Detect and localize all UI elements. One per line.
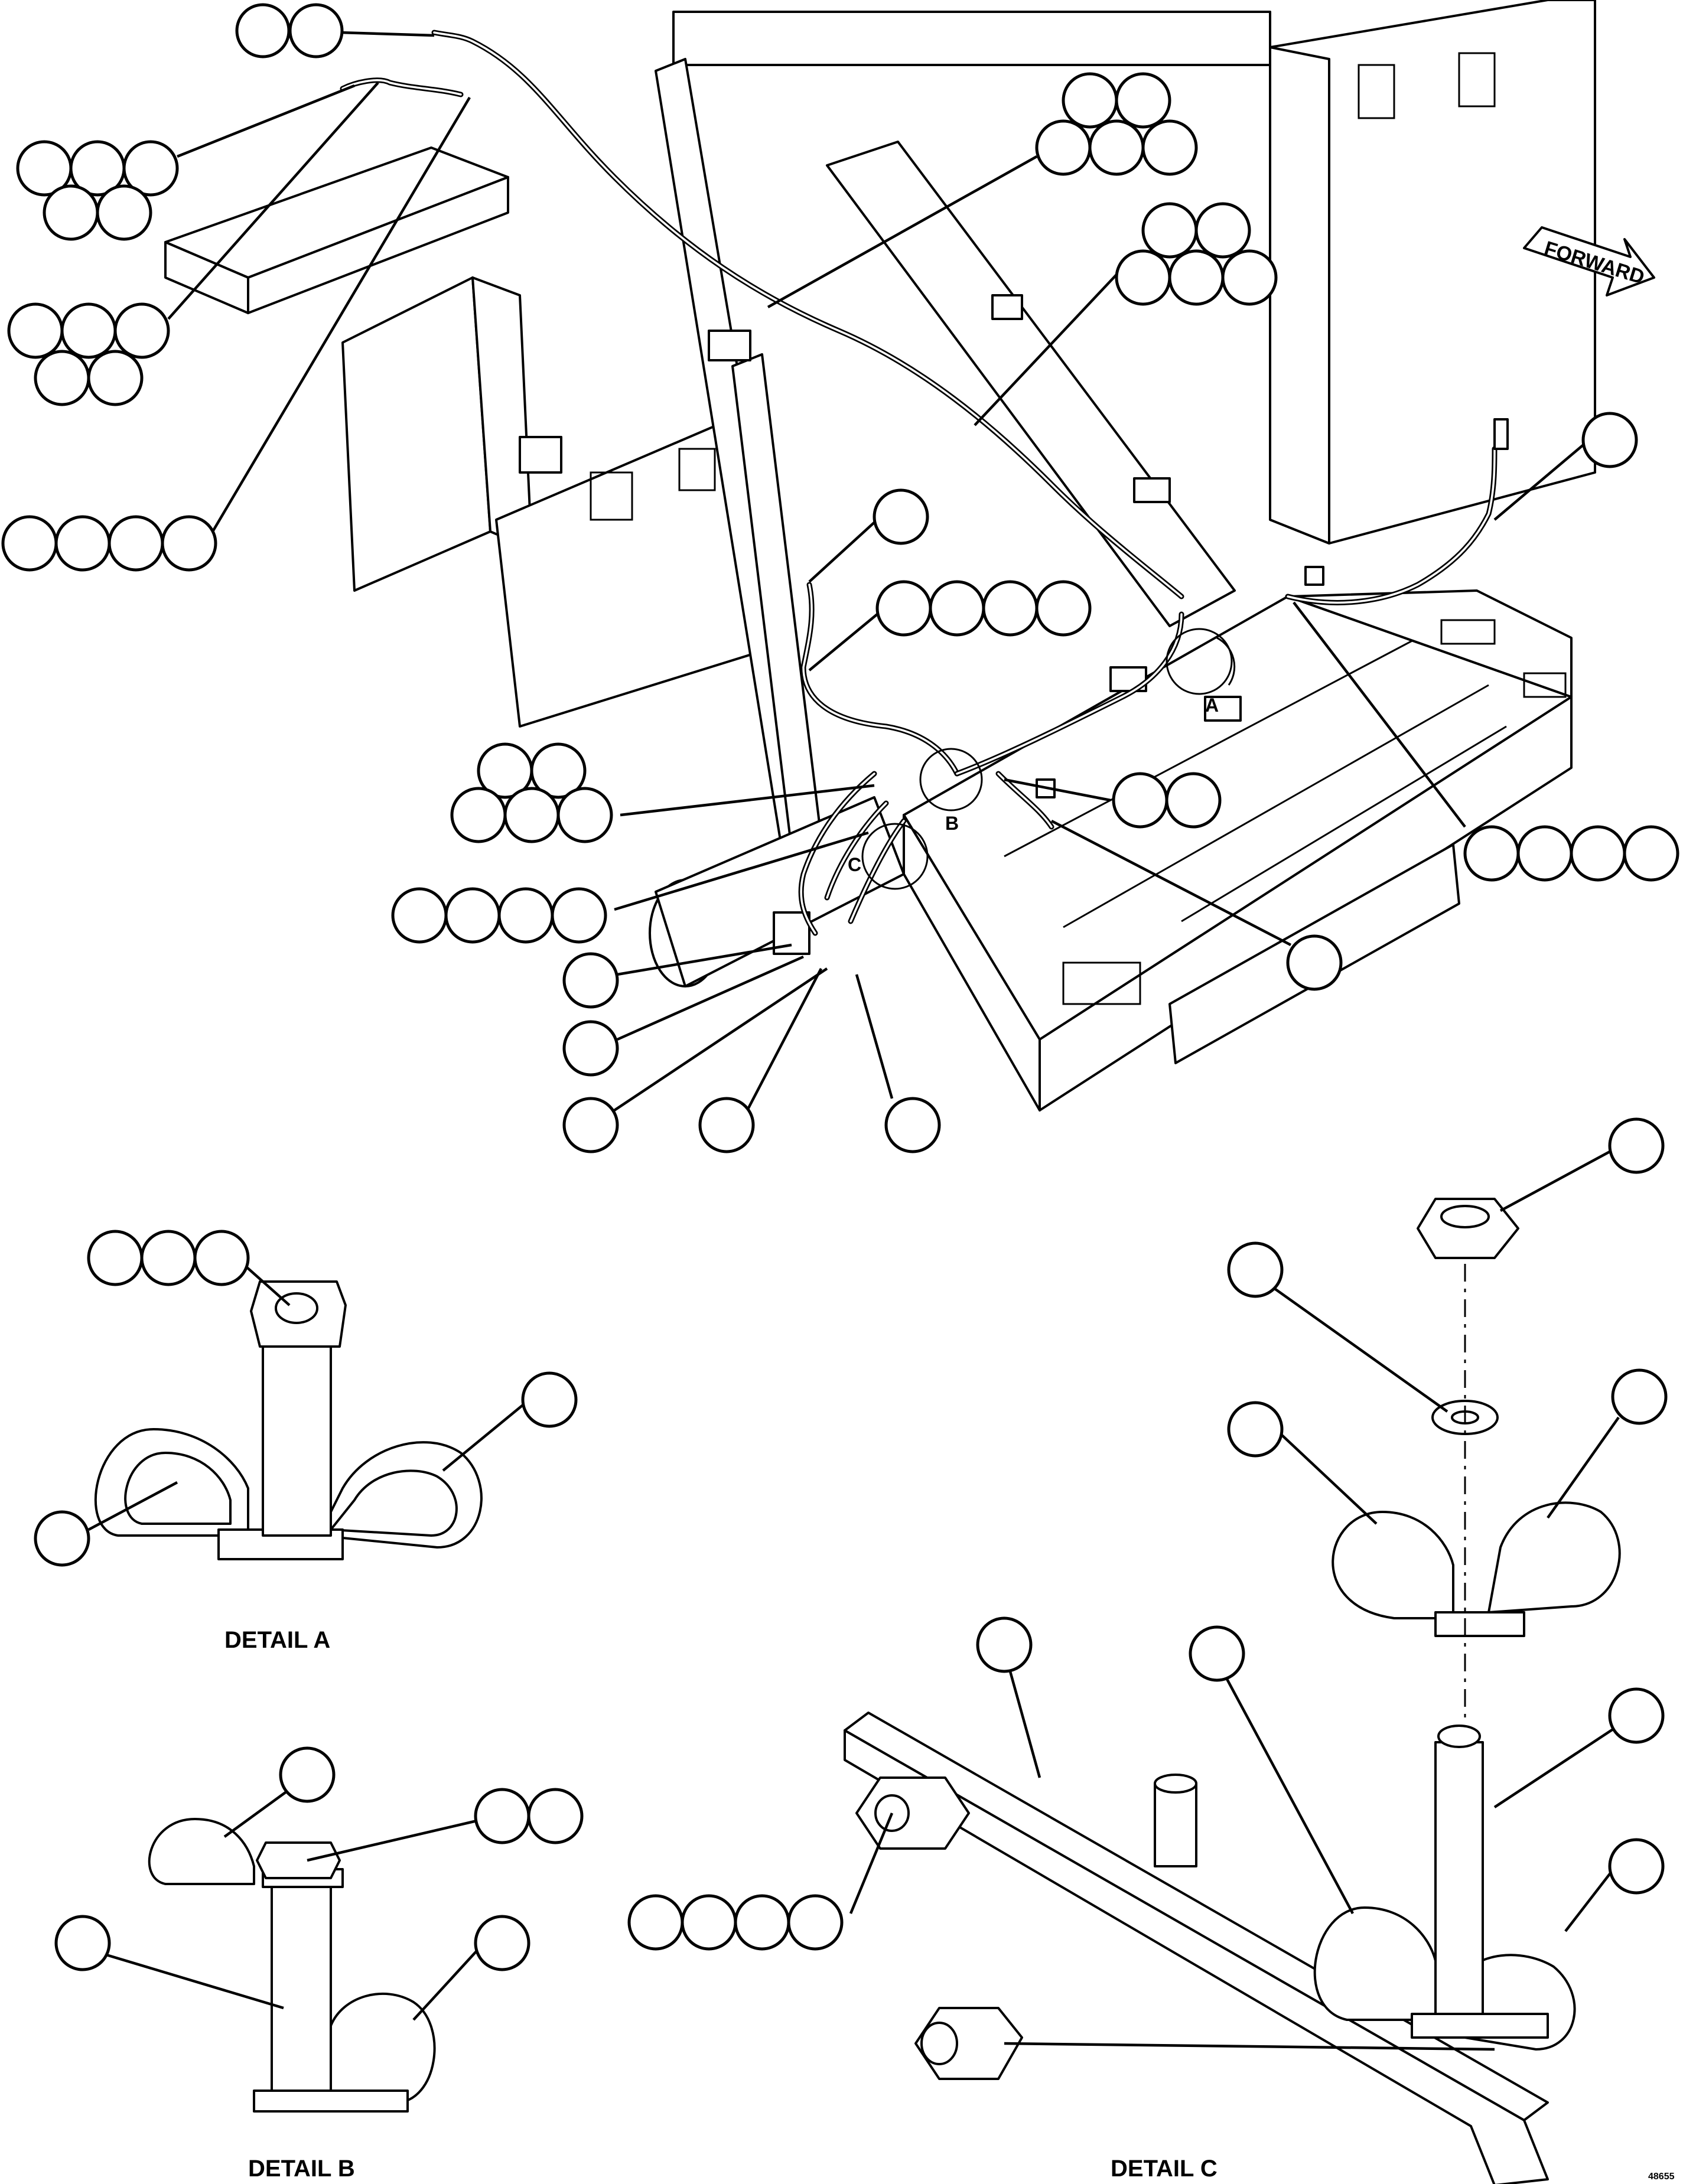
drawing-number: 48655 bbox=[1648, 2172, 1675, 2182]
detail-c-label: DETAIL C bbox=[1111, 2156, 1218, 2182]
detail-b-callouts: DETAIL B bbox=[54, 1746, 584, 2182]
view-c-label: C bbox=[848, 854, 861, 875]
detail-a-label: DETAIL A bbox=[224, 1627, 330, 1653]
machine-frame bbox=[164, 0, 1596, 1111]
callouts-upper bbox=[1, 3, 1679, 1153]
detail-c-callouts: DETAIL C bbox=[627, 1117, 1668, 2182]
detail-b-drawing bbox=[148, 1818, 436, 2113]
detail-a-callouts: DETAIL A bbox=[34, 1230, 578, 1653]
detail-b-label: DETAIL B bbox=[248, 2156, 355, 2182]
detail-a-drawing bbox=[94, 1280, 483, 1560]
detail-view-markers: A B C bbox=[848, 628, 1236, 890]
hose-harness bbox=[340, 30, 1509, 936]
view-b-label: B bbox=[945, 813, 959, 834]
view-a-label: A bbox=[1205, 695, 1219, 716]
detail-c-drawing bbox=[844, 1198, 1621, 2184]
